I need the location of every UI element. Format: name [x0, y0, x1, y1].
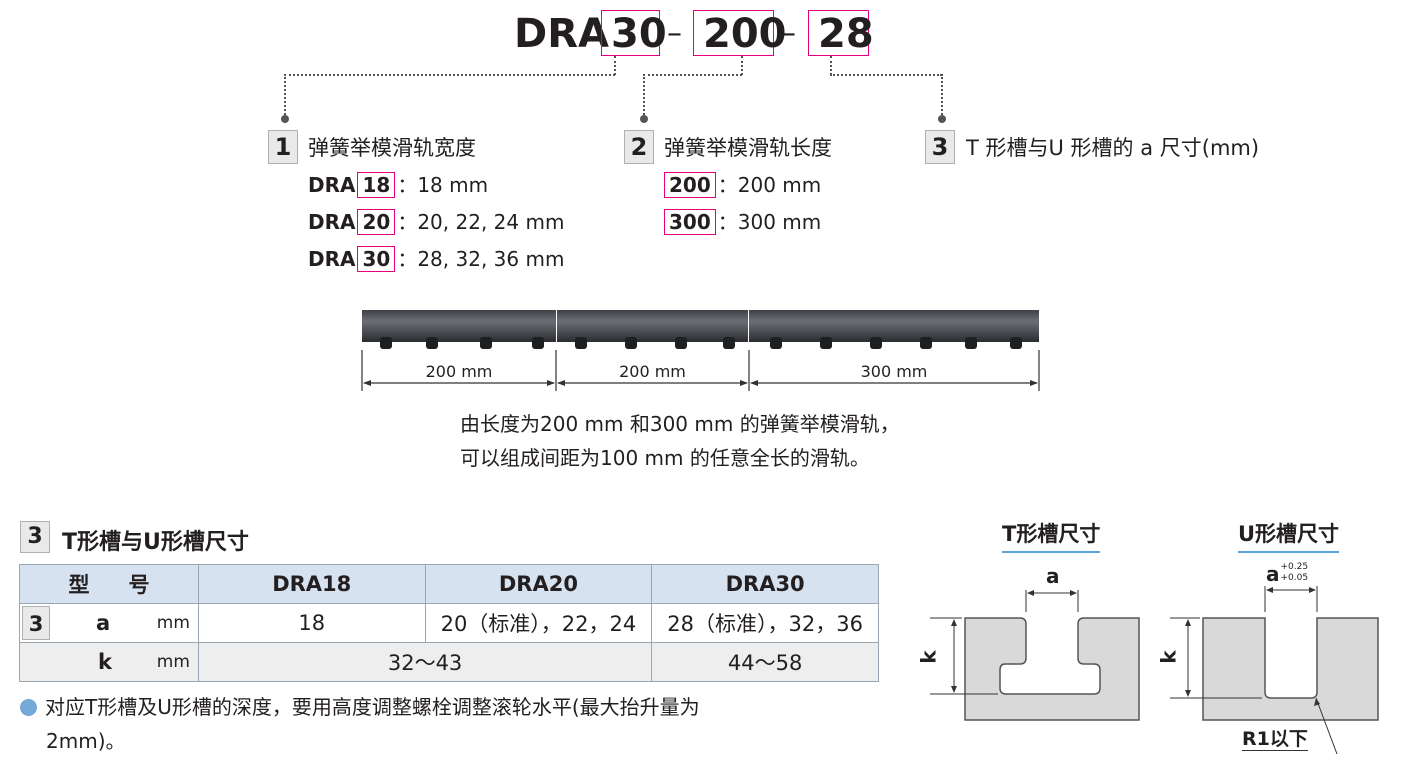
- rail-caption-line1: 由长度为200 mm 和300 mm 的弹簧举模滑轨，: [460, 412, 900, 436]
- rail-dim-label-1: 200 mm: [425, 362, 493, 381]
- connector-3-v1: [830, 56, 832, 75]
- section1-number-badge: 1: [268, 130, 298, 164]
- table-header-row: 型号 DRA18 DRA20 DRA30: [19, 564, 879, 604]
- connector-2-v2: [643, 74, 645, 118]
- section1-title: 弹簧举模滑轨宽度: [308, 136, 476, 160]
- model-header-char2: 号: [128, 573, 150, 597]
- col-header-dra30: DRA30: [651, 564, 879, 604]
- code-part2: 200: [703, 11, 787, 57]
- note-line2: 2mm)。: [46, 729, 126, 753]
- t-slot-diagram: [930, 590, 1140, 721]
- connector-1-dot: [281, 115, 289, 123]
- row-value: ：300 mm: [717, 210, 822, 234]
- row-value: ：18 mm: [397, 173, 489, 197]
- rail-segment-3: [749, 310, 1039, 342]
- note: 对应T形槽及U形槽的深度，要用高度调整螺栓调整滚轮水平(最大抬升量为 2mm)。: [20, 690, 880, 758]
- code-part1: 30: [611, 11, 667, 57]
- row-k-unit: mm: [156, 652, 190, 672]
- row-code-box: 20: [357, 209, 396, 235]
- row-value: ：20, 22, 24 mm: [397, 210, 565, 234]
- table-row-a: 3 a mm 18 20（标准），22，24 28（标准），32，36: [19, 603, 879, 643]
- code-part1-box: [601, 10, 660, 56]
- u-slot-title: U形槽尺寸: [1238, 518, 1340, 553]
- col-header-dra20: DRA20: [424, 564, 653, 604]
- section3-title: T 形槽与U 形槽的 a 尺寸(mm): [966, 136, 1260, 160]
- connector-2-h: [643, 74, 742, 76]
- row-code-box: 300: [664, 209, 716, 235]
- rail-segment-2: [557, 310, 748, 342]
- bullet-icon: [20, 699, 37, 716]
- code-part3: 28: [818, 11, 874, 57]
- connector-3-dot: [938, 115, 946, 123]
- row-value: ：200 mm: [717, 173, 822, 197]
- rail-rollers: [380, 337, 1022, 349]
- code-separator-2: –: [781, 16, 796, 51]
- t-slot-k-label: k: [916, 650, 941, 664]
- rail-illustration: [361, 310, 1040, 391]
- spec-table: 型号 DRA18 DRA20 DRA30 3 a mm 18 20（标准），22…: [19, 564, 879, 682]
- code-separator-1: –: [667, 16, 682, 51]
- model-header-char1: 型: [68, 573, 90, 597]
- u-slot-tolerance: +0.25+0.05: [1281, 562, 1309, 584]
- row-prefix: DRA: [308, 173, 356, 197]
- rail-dim-label-2: 200 mm: [619, 362, 686, 381]
- section2-row: 300：300 mm: [664, 209, 821, 235]
- cell-a-dra20: 20（标准），22，24: [424, 603, 653, 643]
- u-slot-tol-lower: +0.05: [1280, 573, 1309, 583]
- cell-k-dra18-20: 32～43: [197, 642, 653, 682]
- u-slot-shape: [1202, 617, 1379, 721]
- row-a-unit: mm: [156, 613, 190, 633]
- table-row-k: k mm 32～43 44～58: [19, 642, 879, 682]
- u-slot-diagram: [1170, 586, 1379, 754]
- section2-number-badge: 2: [624, 130, 654, 164]
- table-section-number-badge: 3: [20, 521, 50, 553]
- connector-2-dot: [640, 115, 648, 123]
- section3-number-badge: 3: [925, 130, 955, 164]
- row-prefix: DRA: [308, 247, 356, 271]
- row-code-box: 18: [357, 172, 396, 198]
- u-slot-radius-label: R1以下: [1242, 728, 1308, 751]
- row-prefix: DRA: [308, 210, 356, 234]
- t-slot-title: T形槽尺寸: [1002, 518, 1101, 553]
- row-k-label: k: [98, 650, 112, 674]
- cell-k-dra30: 44～58: [651, 642, 879, 682]
- u-slot-a-label: a+0.25+0.05: [1266, 562, 1308, 586]
- model-header: 型号: [19, 564, 199, 604]
- row-k-label-cell: k mm: [19, 642, 199, 682]
- row-a-label-cell: 3 a mm: [19, 603, 199, 643]
- rail-segment-1: [362, 310, 556, 342]
- connector-2-v1: [741, 56, 743, 75]
- u-slot-a-char: a: [1266, 562, 1280, 586]
- rail-caption-line2: 可以组成间距为100 mm 的任意全长的滑轨。: [460, 446, 870, 470]
- connector-1-h: [284, 74, 615, 76]
- t-slot-a-label: a: [1046, 564, 1060, 588]
- connector-1-v1: [614, 56, 616, 75]
- connector-3-h: [830, 74, 942, 76]
- note-line1: 对应T形槽及U形槽的深度，要用高度调整螺栓调整滚轮水平(最大抬升量为: [45, 695, 700, 719]
- code-prefix: DRA: [514, 11, 609, 57]
- code-part2-box: [693, 10, 774, 56]
- connector-3-v2: [941, 74, 943, 118]
- row-a-number-badge: 3: [22, 606, 50, 640]
- cell-a-dra30: 28（标准），32，36: [651, 603, 879, 643]
- u-slot-k-label: k: [1156, 650, 1181, 664]
- col-header-dra18: DRA18: [197, 564, 426, 604]
- cell-a-dra18: 18: [197, 603, 426, 643]
- connector-1-v2: [284, 74, 286, 118]
- table-section-title: T形槽与U形槽尺寸: [62, 530, 249, 555]
- row-code-box: 30: [357, 246, 396, 272]
- u-slot-tol-upper: +0.25: [1280, 562, 1309, 572]
- t-slot-shape: [964, 617, 1140, 721]
- row-a-label: a: [96, 611, 111, 635]
- row-value: ：28, 32, 36 mm: [397, 247, 565, 271]
- row-code-box: 200: [664, 172, 716, 198]
- section2-title: 弹簧举模滑轨长度: [664, 136, 832, 160]
- rail-dim-label-3: 300 mm: [860, 362, 928, 381]
- code-part3-box: [808, 10, 869, 56]
- section2-row: 200：200 mm: [664, 172, 821, 198]
